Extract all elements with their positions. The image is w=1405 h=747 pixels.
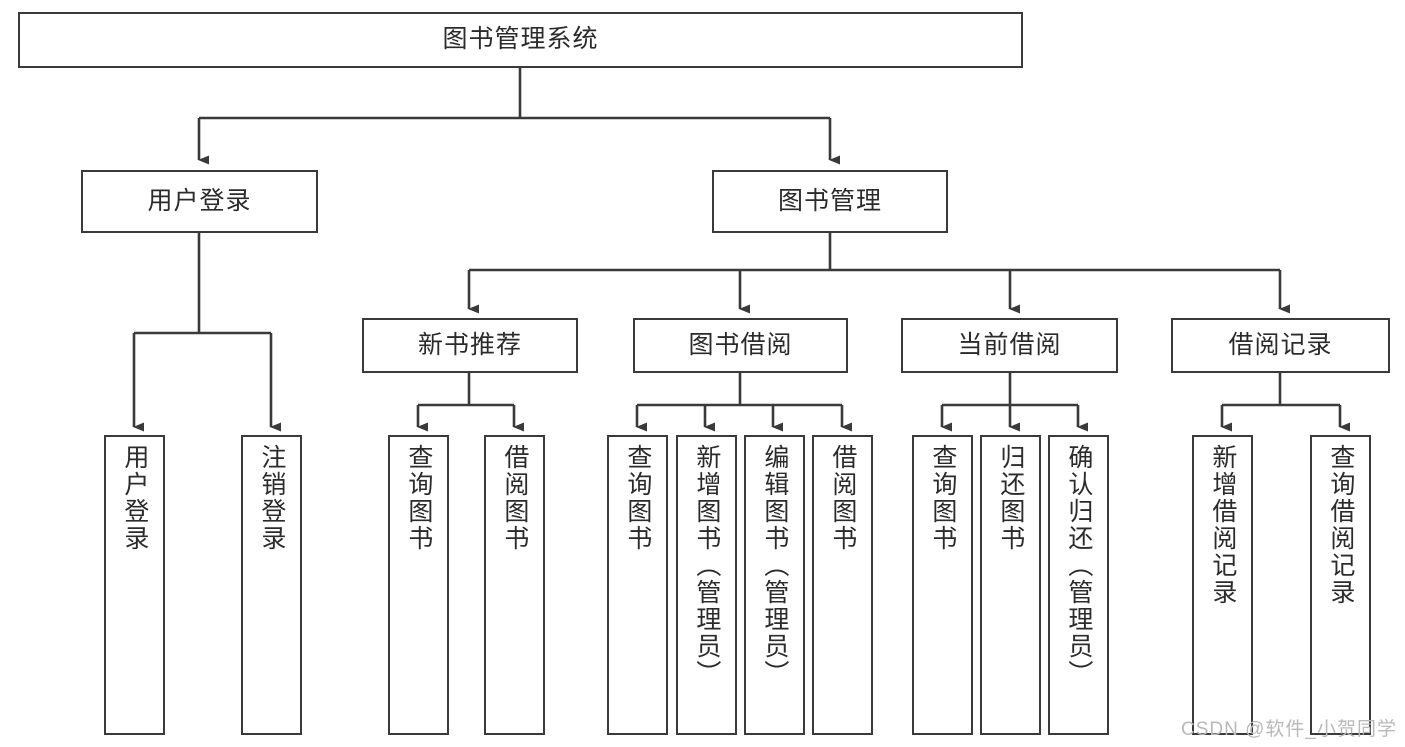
leaf-add-book-label: 新增图书（管理员） (692, 444, 721, 687)
node-book-borrow-label: 图书借阅 (688, 330, 793, 359)
node-book-manage[interactable]: 图书管理 (712, 170, 948, 233)
node-user-login-label: 用户登录 (147, 186, 252, 215)
leaf-edit-book[interactable]: 编辑图书（管理员） (744, 435, 805, 735)
node-root[interactable]: 图书管理系统 (18, 12, 1023, 68)
leaf-query-borrow-record[interactable]: 查询借阅记录 (1310, 435, 1371, 735)
node-current-borrow[interactable]: 当前借阅 (901, 318, 1118, 373)
node-user-login[interactable]: 用户登录 (81, 170, 318, 233)
leaf-query-book-borrow[interactable]: 查询图书 (607, 435, 668, 735)
node-book-manage-label: 图书管理 (777, 186, 882, 215)
leaf-add-book[interactable]: 新增图书（管理员） (676, 435, 737, 735)
node-new-book-recommend[interactable]: 新书推荐 (362, 318, 578, 373)
node-root-label: 图书管理系统 (442, 25, 599, 54)
leaf-borrow-book-label: 借阅图书 (828, 444, 857, 552)
leaf-user-login[interactable]: 用户登录 (104, 435, 165, 735)
leaf-query-borrow-record-label: 查询借阅记录 (1326, 444, 1355, 606)
leaf-user-logout[interactable]: 注销登录 (241, 435, 302, 735)
leaf-confirm-return-label: 确认归还（管理员） (1064, 444, 1093, 687)
node-borrow-record-label: 借阅记录 (1228, 330, 1333, 359)
node-book-borrow[interactable]: 图书借阅 (633, 318, 848, 373)
leaf-return-book[interactable]: 归还图书 (980, 435, 1041, 735)
leaf-user-logout-label: 注销登录 (257, 444, 286, 552)
leaf-borrow-book-recommend-label: 借阅图书 (500, 444, 529, 552)
leaf-query-book-borrow-label: 查询图书 (623, 444, 652, 552)
leaf-add-borrow-record-label: 新增借阅记录 (1208, 444, 1237, 606)
node-new-book-recommend-label: 新书推荐 (417, 330, 522, 359)
watermark: CSDN @软件_小贺同学 (1181, 719, 1397, 740)
leaf-borrow-book-recommend[interactable]: 借阅图书 (484, 435, 545, 735)
leaf-confirm-return[interactable]: 确认归还（管理员） (1048, 435, 1109, 735)
leaf-return-book-label: 归还图书 (996, 444, 1025, 552)
leaf-borrow-book[interactable]: 借阅图书 (812, 435, 873, 735)
leaf-query-book-recommend[interactable]: 查询图书 (388, 435, 449, 735)
node-borrow-record[interactable]: 借阅记录 (1171, 318, 1390, 373)
leaf-query-book-current[interactable]: 查询图书 (912, 435, 973, 735)
leaf-add-borrow-record[interactable]: 新增借阅记录 (1192, 435, 1253, 735)
leaf-edit-book-label: 编辑图书（管理员） (760, 444, 789, 687)
node-current-borrow-label: 当前借阅 (957, 330, 1062, 359)
leaf-user-login-label: 用户登录 (120, 444, 149, 552)
leaf-query-book-recommend-label: 查询图书 (404, 444, 433, 552)
leaf-query-book-current-label: 查询图书 (928, 444, 957, 552)
